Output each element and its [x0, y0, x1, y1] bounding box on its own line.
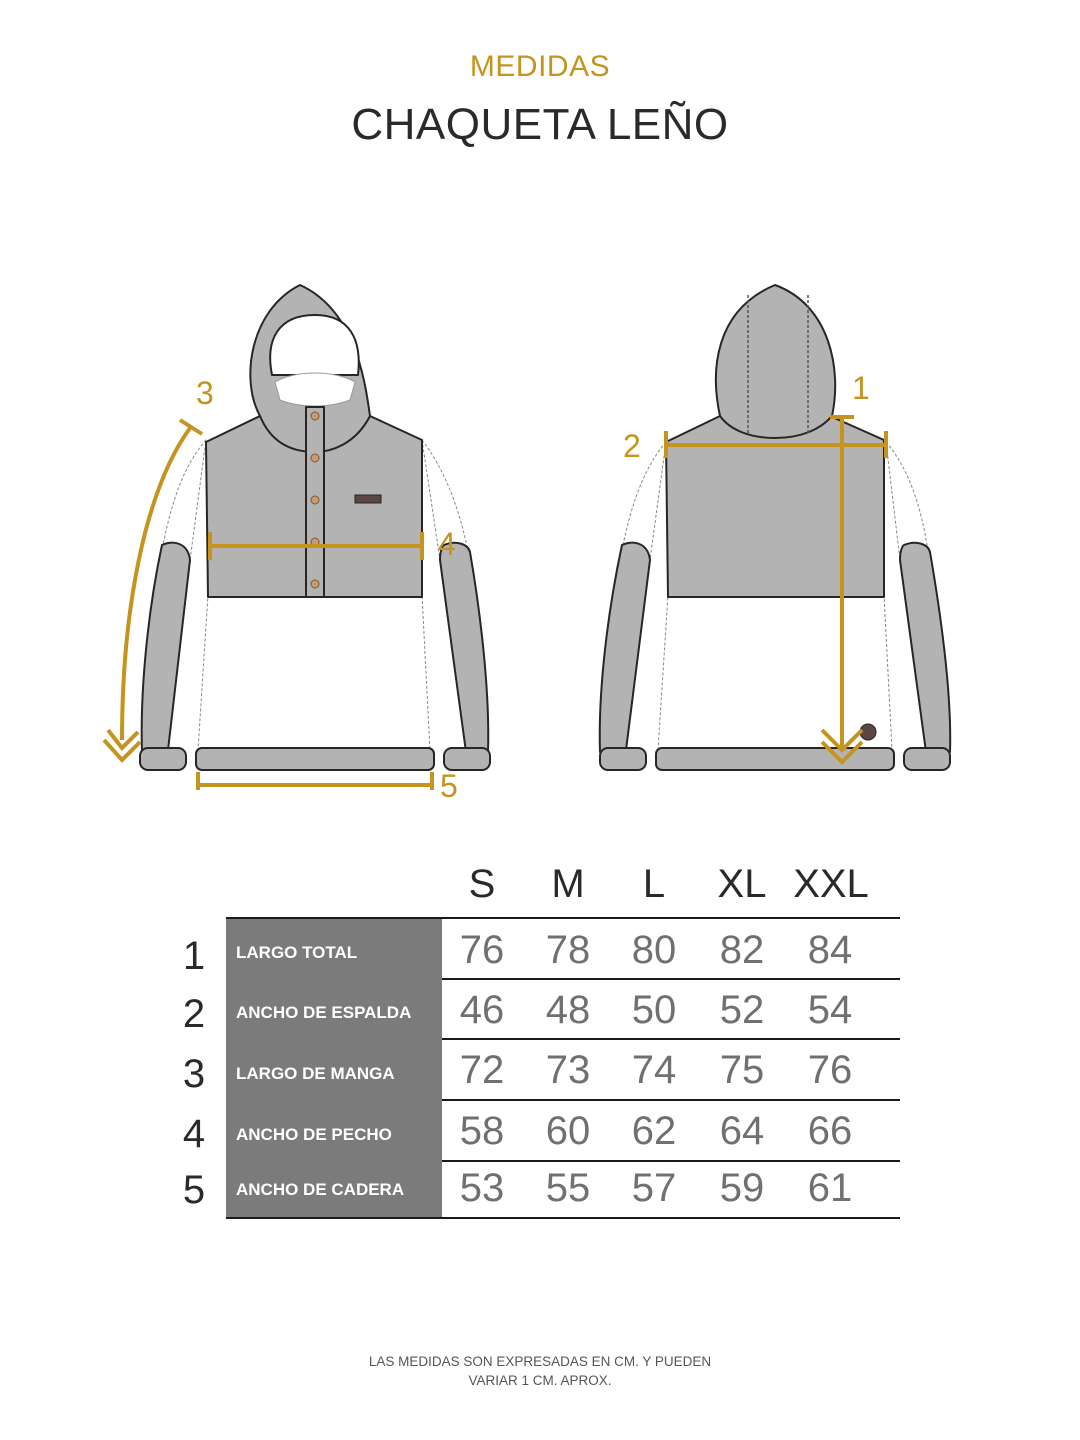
table-divider — [226, 978, 900, 980]
cell-value: 66 — [807, 1109, 853, 1153]
marker-3: 3 — [196, 375, 214, 411]
row-number: 2 — [182, 992, 206, 1036]
cell-value: 75 — [719, 1048, 765, 1092]
cell-value: 50 — [631, 988, 677, 1032]
table-divider — [226, 1160, 900, 1162]
cell-value: 53 — [459, 1166, 505, 1210]
cell-value: 84 — [807, 928, 853, 972]
size-header-xxl: XXL — [793, 862, 869, 906]
size-header-m: M — [551, 862, 585, 906]
footnote: LAS MEDIDAS SON EXPRESADAS EN CM. Y PUED… — [0, 1352, 1080, 1390]
cell-value: 54 — [807, 988, 853, 1032]
marker-1: 1 — [852, 370, 870, 406]
page-title: CHAQUETA LEÑO — [351, 100, 729, 149]
row-label: LARGO DE MANGA — [236, 1064, 395, 1083]
table-divider — [226, 1099, 900, 1101]
marker-5: 5 — [440, 768, 458, 804]
cell-value: 73 — [545, 1048, 591, 1092]
cell-value: 78 — [545, 928, 591, 972]
row-label: ANCHO DE CADERA — [236, 1180, 405, 1199]
row-number: 1 — [182, 934, 206, 978]
row-label: ANCHO DE ESPALDA — [236, 1003, 412, 1022]
row-number: 3 — [182, 1052, 206, 1096]
footnote-line-2: VARIAR 1 CM. APROX. — [468, 1373, 612, 1388]
marker-2: 2 — [623, 428, 641, 464]
cell-value: 72 — [459, 1048, 505, 1092]
size-header-l: L — [642, 862, 666, 906]
cell-value: 76 — [807, 1048, 853, 1092]
jacket-back-icon — [598, 284, 952, 771]
jacket-front-icon — [102, 284, 491, 790]
table-divider — [226, 1217, 900, 1219]
cell-value: 48 — [545, 988, 591, 1032]
row-number: 4 — [182, 1112, 206, 1156]
size-header-s: S — [468, 862, 496, 906]
table-divider — [226, 1038, 900, 1040]
cell-value: 76 — [459, 928, 505, 972]
page-subtitle: MEDIDAS — [469, 50, 611, 83]
cell-value: 60 — [545, 1109, 591, 1153]
size-header-xl: XL — [717, 862, 767, 906]
row-label: LARGO TOTAL — [236, 943, 358, 962]
cell-value: 59 — [719, 1166, 765, 1210]
cell-value: 58 — [459, 1109, 505, 1153]
cell-value: 61 — [807, 1166, 853, 1210]
cell-value: 62 — [631, 1109, 677, 1153]
table-divider — [226, 917, 900, 919]
cell-value: 55 — [545, 1166, 591, 1210]
cell-value: 46 — [459, 988, 505, 1032]
cell-value: 52 — [719, 988, 765, 1032]
cell-value: 80 — [631, 928, 677, 972]
footnote-line-1: LAS MEDIDAS SON EXPRESADAS EN CM. Y PUED… — [368, 1354, 712, 1369]
marker-4: 4 — [438, 526, 456, 562]
cell-value: 82 — [719, 928, 765, 972]
cell-value: 74 — [631, 1048, 677, 1092]
front-view-illustration: 3 4 5 — [100, 270, 500, 804]
back-view-illustration: 1 2 — [580, 270, 980, 790]
cell-value: 57 — [631, 1166, 677, 1210]
row-label: ANCHO DE PECHO — [236, 1125, 392, 1144]
cell-value: 64 — [719, 1109, 765, 1153]
row-number: 5 — [182, 1168, 206, 1212]
label-column-bg — [226, 919, 442, 1217]
